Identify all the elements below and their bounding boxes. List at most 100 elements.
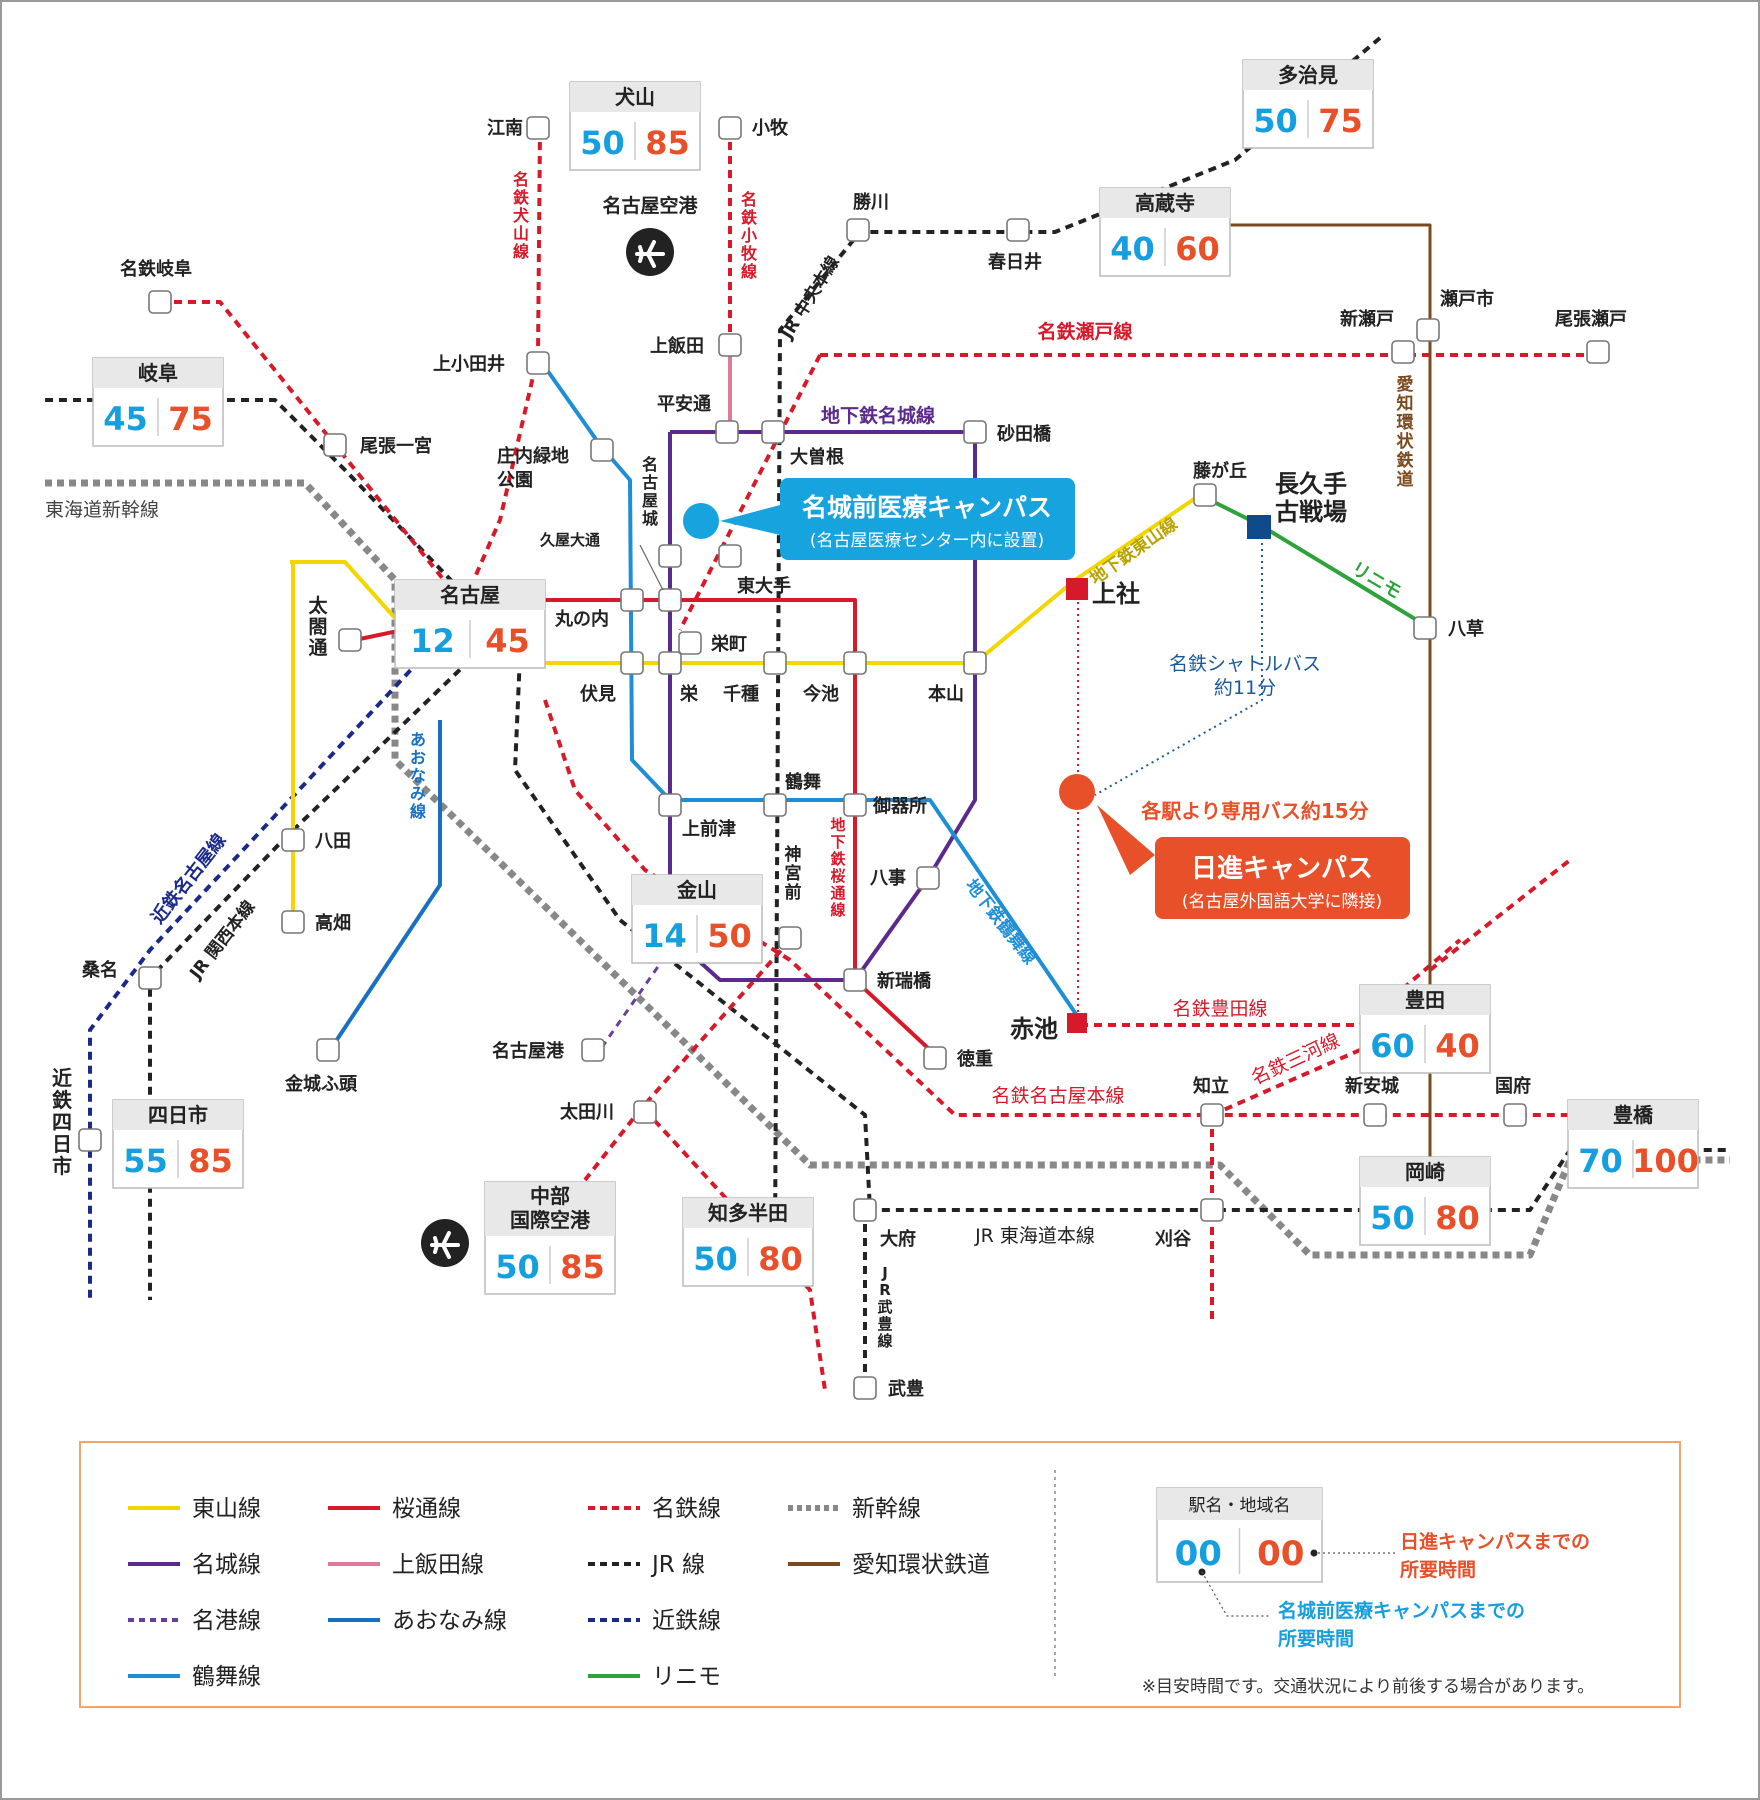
svg-text:愛: 愛 [1397,374,1414,395]
station-marker-motoyama[interactable] [963,651,987,675]
station-marker-kamiotai[interactable] [526,351,550,375]
station-marker-yagoto[interactable] [916,866,940,890]
station-label-kamiyashiro: 上社 [1092,580,1140,608]
station-marker-kuwana[interactable] [138,966,162,990]
station-marker-imaike[interactable] [843,651,867,675]
meijo-campus-callout[interactable] [780,478,1075,560]
station-marker-nagoyajo[interactable] [658,544,682,568]
station-marker-kamiyashiro[interactable] [1066,578,1088,600]
station-label-imaike: 今池 [803,683,839,705]
nisshin-campus-sub: (名古屋外国語大学に隣接) [1182,892,1382,912]
station-marker-tokushige[interactable] [923,1046,947,1070]
station-marker-hisaya[interactable] [658,588,682,612]
station-marker-fujigaoka[interactable] [1193,483,1217,507]
station-marker-kamimaezu[interactable] [658,793,682,817]
station-marker-yokkaichi-kintetsu[interactable] [78,1128,102,1152]
label-jr-chuo: JR 中央本線 [776,252,844,343]
station-marker-gokiso[interactable] [843,793,867,817]
station-marker-kou[interactable] [1503,1103,1527,1127]
station-marker-hatta[interactable] [281,828,305,852]
station-label-fushimi: 伏見 [580,683,616,705]
station-marker-akaike[interactable] [1067,1013,1087,1033]
station-marker-jingumae[interactable] [778,926,802,950]
station-marker-nagoyako[interactable] [581,1038,605,1062]
label-meitetsu-nagoya: 名鉄名古屋本線 [991,1085,1124,1107]
station-marker-kamiiida[interactable] [718,333,742,357]
svg-text:名: 名 [741,190,757,209]
svg-text:線: 線 [877,1332,892,1350]
meijo-campus-marker[interactable] [683,503,719,539]
time-box-title-nagoya: 名古屋 [440,583,500,607]
station-marker-sunadabashi[interactable] [963,420,987,444]
svg-text:線: 線 [741,262,757,281]
station-marker-taiko[interactable] [338,628,362,652]
station-marker-kasugai[interactable] [1006,218,1030,242]
station-marker-konan[interactable] [526,116,550,140]
station-marker-owariichinomiya[interactable] [323,433,347,457]
station-marker-kinjofuto[interactable] [316,1038,340,1062]
station-marker-takabata[interactable] [281,910,305,934]
time-box-meijo-nagoya: 12 [410,622,455,660]
station-marker-higashiozone[interactable] [718,544,742,568]
station-marker-owariseto[interactable] [1586,340,1610,364]
svg-text:武: 武 [877,1298,892,1316]
station-marker-nagakute[interactable] [1247,515,1271,539]
nisshin-campus-callout[interactable] [1155,837,1410,919]
station-marker-chikusa[interactable] [763,651,787,675]
station-marker-meitetsugifu[interactable] [148,290,172,314]
station-marker-ozone[interactable] [761,420,785,444]
station-marker-chiryu[interactable] [1200,1103,1224,1127]
svg-text:み: み [410,784,426,803]
station-marker-shinseto[interactable] [1391,340,1415,364]
svg-text:名: 名 [513,170,529,189]
legend-meijo-note: 名城前医療キャンパスまでの所要時間 [1278,1599,1525,1650]
station-label-owariseto: 尾張瀬戸 [1555,309,1627,330]
station-marker-fushimi[interactable] [620,651,644,675]
station-label-kuwana: 桑名 [82,959,118,981]
station-marker-aratamabashi[interactable] [843,968,867,992]
station-marker-yagusa[interactable] [1413,616,1437,640]
station-marker-shonai[interactable] [590,438,614,462]
time-box-nisshin-toyohashi: 100 [1632,1142,1699,1180]
station-marker-tsurumai[interactable] [763,793,787,817]
time-box-title-gifu: 岐阜 [138,361,178,385]
station-marker-heiandori[interactable] [715,420,739,444]
station-marker-marunouchi[interactable] [620,588,644,612]
time-box-title-toyota: 豊田 [1405,988,1445,1012]
station-marker-kariya[interactable] [1200,1198,1224,1222]
station-marker-katsukawa[interactable] [846,218,870,242]
station-label-kariya: 刈谷 [1155,1228,1192,1250]
meitetsu-nagoya-east [1428,858,1572,972]
station-marker-sakaemachi[interactable] [678,631,702,655]
station-label-komaki: 小牧 [752,117,789,139]
station-marker-obu[interactable] [853,1198,877,1222]
station-marker-komaki[interactable] [718,116,742,140]
time-box-nisshin-inuyama: 85 [645,124,690,162]
nisshin-campus-marker[interactable] [1059,774,1095,810]
station-marker-setoshi[interactable] [1416,318,1440,342]
legend-label-higashiyama: 東山線 [192,1496,261,1522]
station-marker-otagawa[interactable] [633,1100,657,1124]
station-marker-taketoyo[interactable] [853,1376,877,1400]
station-label-yagusa: 八草 [1448,618,1484,640]
station-marker-sakae[interactable] [658,651,682,675]
station-marker-shinanjo[interactable] [1363,1103,1387,1127]
svg-text:通: 通 [830,884,845,902]
aonami-line [328,720,442,1052]
time-box-nisshin-tajimi: 75 [1318,102,1363,140]
